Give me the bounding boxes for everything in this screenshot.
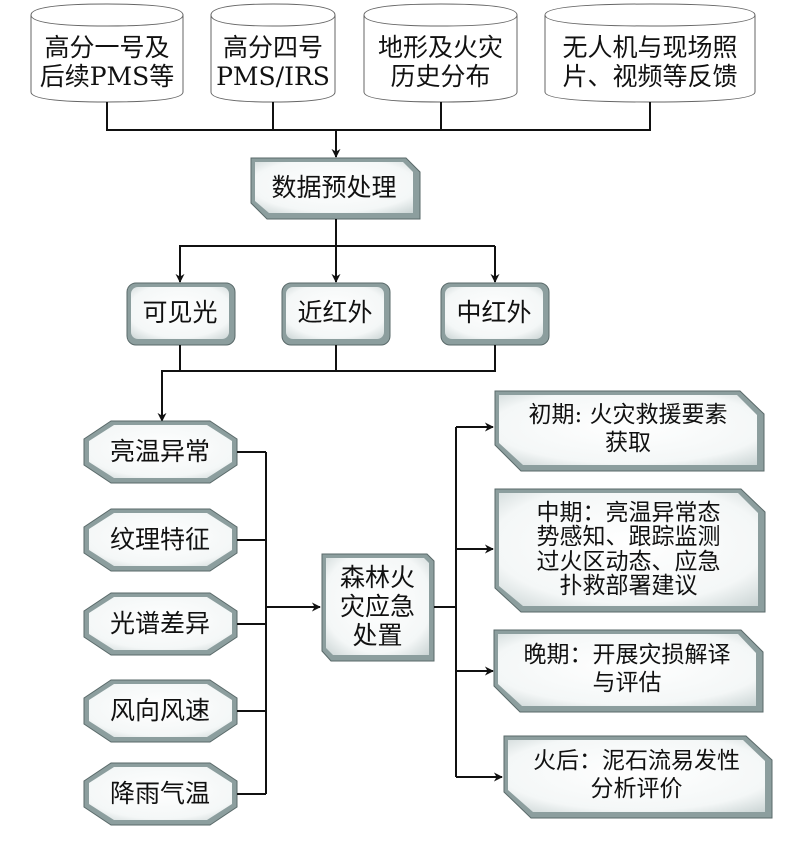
stage-box-early: [494, 390, 765, 472]
feature-octagon-feat-bt: [83, 420, 238, 484]
feature-label-spectral: 光谱差异: [109, 609, 210, 639]
feature-octagon-feat-wind: [83, 679, 238, 743]
center-box: [321, 553, 435, 662]
band-label-mir: 中红外: [456, 298, 532, 328]
feature-octagon-feat-spectral: [83, 592, 238, 656]
source-label-terrain: 地形及火灾 历史分布: [377, 32, 503, 92]
feature-label-brightness-temp: 亮温异常: [109, 437, 210, 467]
source-label-uav: 无人机与现场照 片、视频等反馈: [562, 32, 738, 92]
source-cylinder-gf1: [30, 3, 184, 103]
center-label: 森林火 灾应急 处置: [339, 562, 415, 651]
preprocess-box: [250, 157, 421, 220]
source-cylinder-gf4: [210, 3, 336, 103]
connector-preprocess-split: [179, 219, 495, 247]
band-box-mir: [440, 282, 550, 346]
source-label-gf4: 高分四号 PMS/IRS: [216, 32, 330, 92]
preprocess-label: 数据预处理: [271, 172, 397, 202]
feature-label-wind: 风向风速: [109, 696, 210, 726]
connector-sources-merge: [106, 102, 651, 131]
band-box-nir: [281, 282, 391, 346]
stage-box-late: [493, 629, 764, 713]
stage-label-late: 晚期：开展灾损解译 与评估: [523, 642, 731, 696]
source-cylinder-uav: [544, 3, 756, 103]
stage-label-post: 火后：泥石流易发性 分析评价: [533, 748, 740, 802]
stage-box-mid: [494, 488, 766, 613]
connector-features-merge: [237, 451, 267, 795]
band-label-nir: 近红外: [297, 298, 373, 328]
stage-label-early: 初期: 火灾救援要素 获取: [528, 402, 728, 456]
connector-bands-merge: [161, 345, 496, 372]
feature-octagon-feat-rain: [83, 762, 238, 826]
source-label-gf1: 高分一号及 后续PMS等: [39, 32, 175, 92]
band-box-visible: [126, 282, 236, 346]
stage-box-post: [503, 735, 773, 819]
band-label-visible: 可见光: [142, 298, 218, 328]
feature-octagon-feat-texture: [83, 508, 238, 572]
feature-label-rain-temp: 降雨气温: [109, 779, 210, 809]
connector-stages-split: [434, 427, 457, 777]
feature-label-texture: 纹理特征: [109, 525, 210, 555]
source-cylinder-terrain: [363, 3, 518, 103]
stage-label-mid: 中期：亮温异常态 势感知、跟踪监测 过火区动态、应急 扑救部署建议: [536, 500, 721, 599]
